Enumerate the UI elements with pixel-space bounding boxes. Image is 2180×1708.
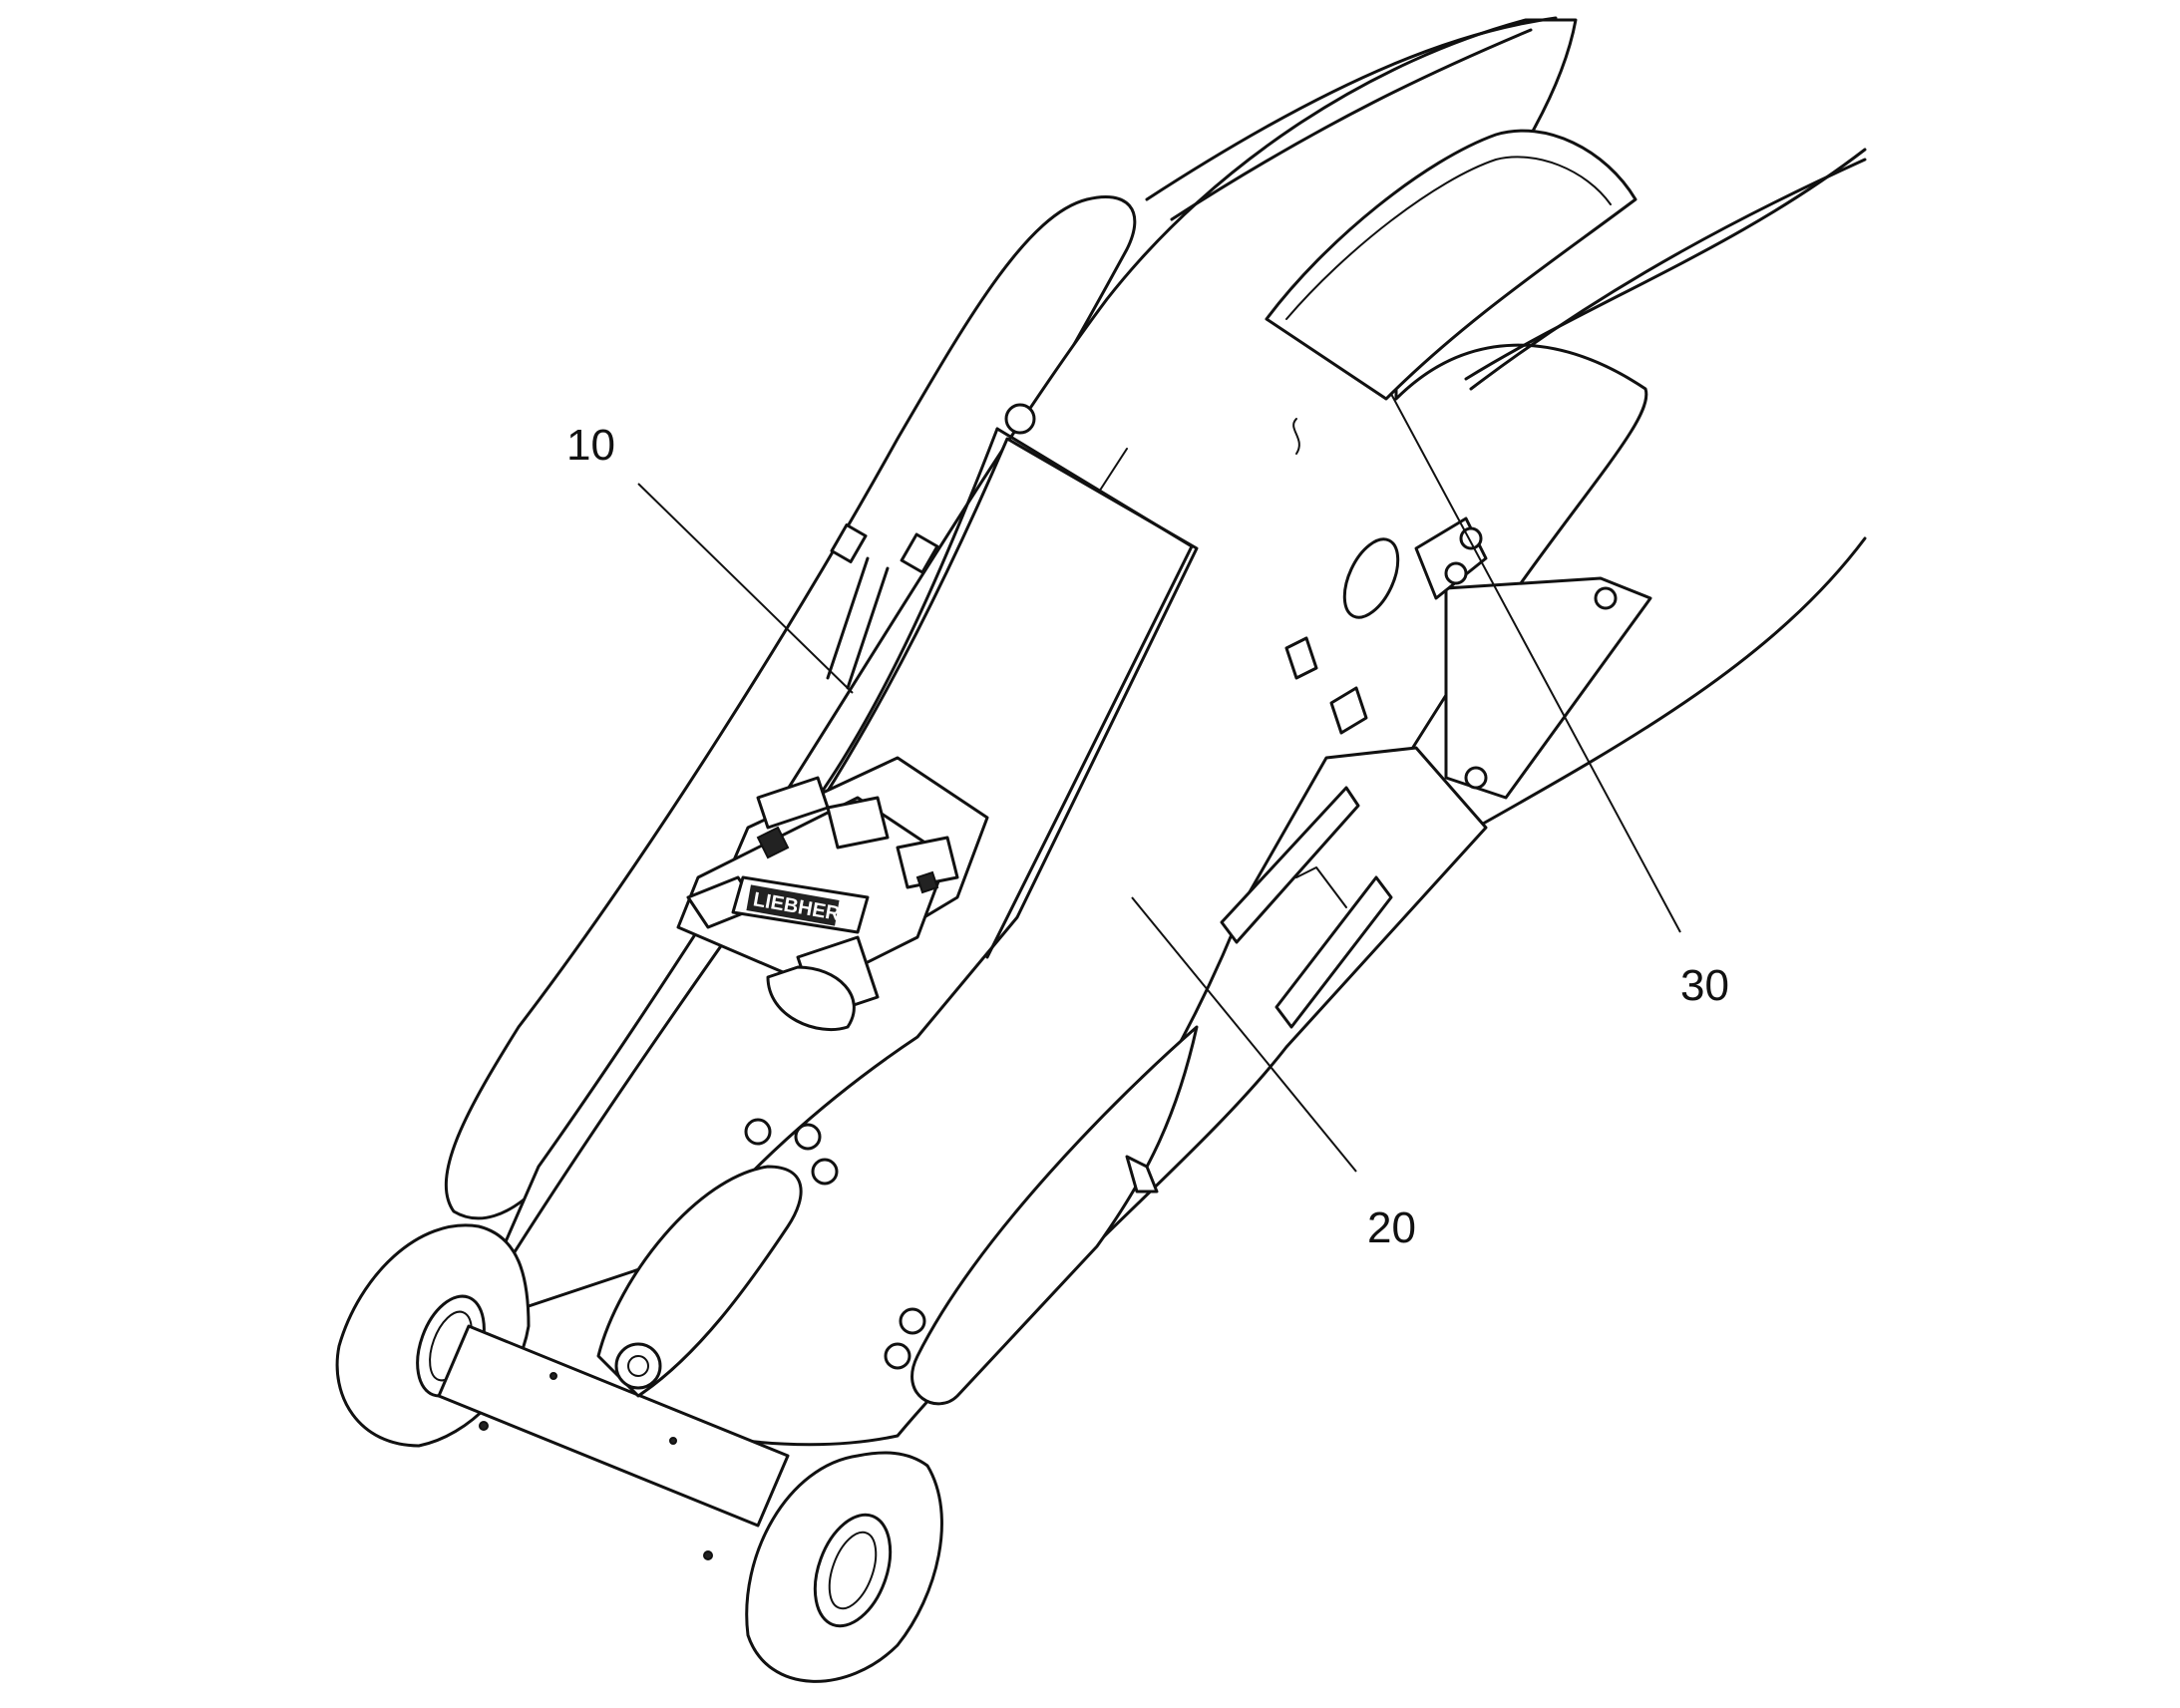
bolt [1444, 561, 1468, 585]
knob-inner [627, 1355, 649, 1377]
boom-right-edge [1464, 148, 1867, 381]
ref-label-20: 20 [1367, 1203, 1416, 1252]
bolt [1464, 766, 1488, 790]
access-hole [1342, 537, 1400, 619]
frame-rod-left [816, 427, 999, 800]
hole-dot [669, 1437, 677, 1445]
lower-right-arm [910, 1025, 1199, 1406]
bolt [884, 1342, 911, 1370]
bolt [794, 1123, 822, 1151]
frame-rod-top [995, 427, 1194, 548]
right-pivot-boss [745, 1451, 943, 1683]
boom-top-edge-2 [1170, 28, 1533, 221]
bolt [899, 1307, 926, 1335]
top-window [1265, 129, 1637, 401]
ref-label-30: 30 [1680, 961, 1729, 1010]
bracket-strut [1295, 866, 1347, 908]
small-clip [1329, 686, 1368, 735]
center-bracket [596, 1165, 803, 1398]
ref-label-10: 10 [566, 421, 615, 470]
mount-bracket-2 [1274, 875, 1393, 1029]
bolt [744, 1118, 772, 1146]
leader-20 [1131, 896, 1357, 1173]
knob [614, 1342, 662, 1390]
boom-right-edge-2 [1469, 158, 1867, 391]
brand-plate: LIEBHERR [731, 875, 870, 934]
hole-dot [479, 1421, 489, 1431]
bolt [1594, 586, 1618, 610]
leader-10 [637, 483, 854, 694]
cross-tube [437, 1324, 790, 1528]
hole-dot [549, 1372, 557, 1380]
top-window-inner [1285, 156, 1612, 320]
bolt [811, 1158, 839, 1186]
lug [1125, 1155, 1159, 1194]
mount-bracket-1 [1220, 786, 1360, 944]
squiggle-mark [1292, 418, 1300, 455]
boom-top-edge-1 [1145, 16, 1558, 201]
frame-pin [1004, 403, 1036, 435]
small-clip [1284, 636, 1318, 680]
hole-dot [703, 1550, 713, 1560]
leader-30 [1390, 393, 1681, 933]
boom-lower-right-edge [1474, 536, 1867, 830]
frame-rod-right [985, 544, 1194, 959]
